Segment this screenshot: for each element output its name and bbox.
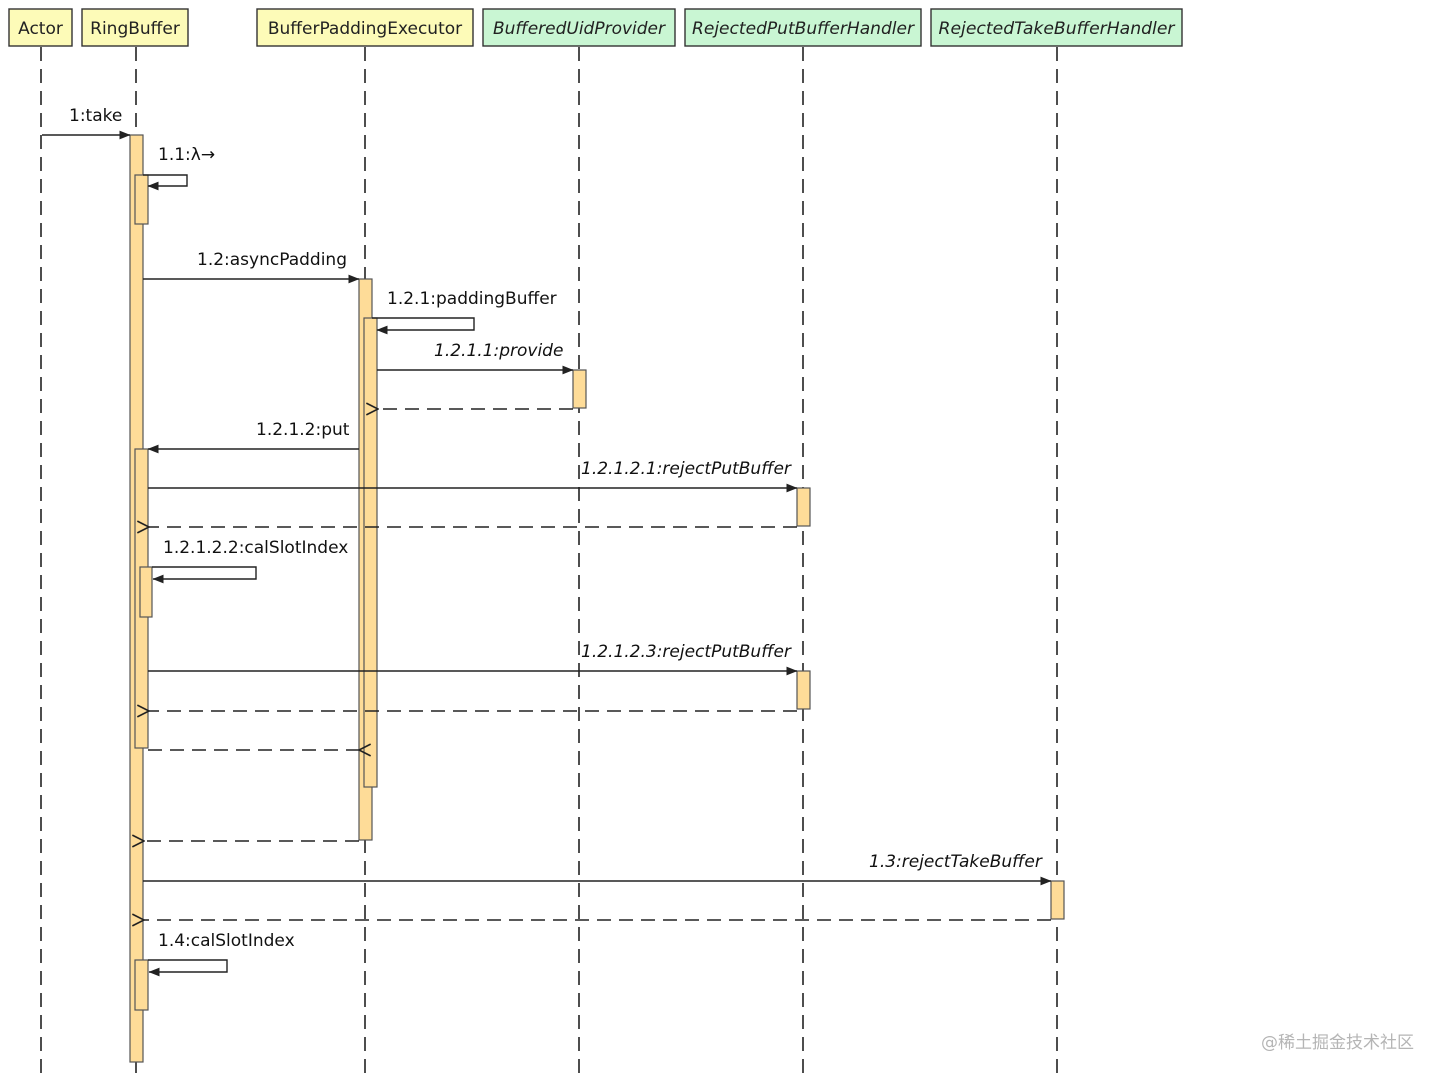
activation-ringbuffer-calslot-inner <box>139 566 153 618</box>
activation-provider <box>572 369 587 409</box>
participant-ringbuffer-label: RingBuffer <box>90 19 180 39</box>
message-cal-slot-inner: 1.2.1.2.2:calSlotIndex <box>152 538 348 584</box>
message-cal-slot-label: 1.4:calSlotIndex <box>158 931 295 951</box>
message-async-padding-label: 1.2:asyncPadding <box>197 250 347 270</box>
message-reject-put-1-label: 1.2.1.2.1:rejectPutBuffer <box>581 459 792 479</box>
participant-provider-label: BufferedUidProvider <box>493 19 666 39</box>
message-async-padding: 1.2:asyncPadding <box>143 250 360 284</box>
activation-put-handler-2 <box>796 670 811 710</box>
message-lambda-label: 1.1:λ→ <box>158 145 215 165</box>
participant-actor[interactable]: Actor <box>8 8 73 47</box>
message-take-label: 1:take <box>69 106 122 126</box>
activation-bars <box>129 134 1065 1063</box>
message-padding-buffer: 1.2.1:paddingBuffer <box>372 289 557 335</box>
participant-executor[interactable]: BufferPaddingExecutor <box>256 8 474 47</box>
participant-put-handler[interactable]: RejectedPutBufferHandler <box>684 8 922 47</box>
activation-executor-padding <box>363 317 378 788</box>
message-cal-slot: 1.4:calSlotIndex <box>148 931 295 977</box>
participant-take-handler-label: RejectedTakeBufferHandler <box>939 19 1176 39</box>
message-reject-take: 1.3:rejectTakeBuffer <box>143 852 1052 886</box>
participant-put-handler-label: RejectedPutBufferHandler <box>692 19 915 39</box>
message-reject-take-label: 1.3:rejectTakeBuffer <box>869 852 1043 872</box>
message-padding-buffer-label: 1.2.1:paddingBuffer <box>387 289 557 309</box>
message-cal-slot-inner-label: 1.2.1.2.2:calSlotIndex <box>163 538 348 558</box>
message-reject-put-2: 1.2.1.2.3:rejectPutBuffer <box>148 642 798 676</box>
message-lambda: 1.1:λ→ <box>143 145 215 191</box>
message-take: 1:take <box>42 106 131 140</box>
messages: 1:take 1.1:λ→ 1.2:asyncPadding 1.2.1:pad… <box>42 106 1052 977</box>
watermark-text: @稀土掘金技术社区 <box>1261 1033 1414 1053</box>
participant-executor-label: BufferPaddingExecutor <box>268 19 462 39</box>
message-put: 1.2.1.2:put <box>147 420 359 454</box>
lifelines <box>40 47 1058 1080</box>
participant-headers: Actor RingBuffer BufferPaddingExecutor B… <box>8 8 1183 47</box>
participant-ringbuffer[interactable]: RingBuffer <box>81 8 189 47</box>
message-provide-label: 1.2.1.1:provide <box>434 341 563 361</box>
activation-put-handler-1 <box>796 487 811 527</box>
activation-ringbuffer-lambda <box>134 174 149 225</box>
participant-take-handler[interactable]: RejectedTakeBufferHandler <box>930 8 1183 47</box>
activation-ringbuffer-calslot <box>134 959 149 1011</box>
message-reject-put-1: 1.2.1.2.1:rejectPutBuffer <box>148 459 798 493</box>
message-provide: 1.2.1.1:provide <box>377 341 574 375</box>
activation-take-handler <box>1050 880 1065 920</box>
participant-provider[interactable]: BufferedUidProvider <box>482 8 676 47</box>
participant-actor-label: Actor <box>18 19 63 39</box>
message-put-label: 1.2.1.2:put <box>256 420 350 440</box>
message-reject-put-2-label: 1.2.1.2.3:rejectPutBuffer <box>581 642 792 662</box>
